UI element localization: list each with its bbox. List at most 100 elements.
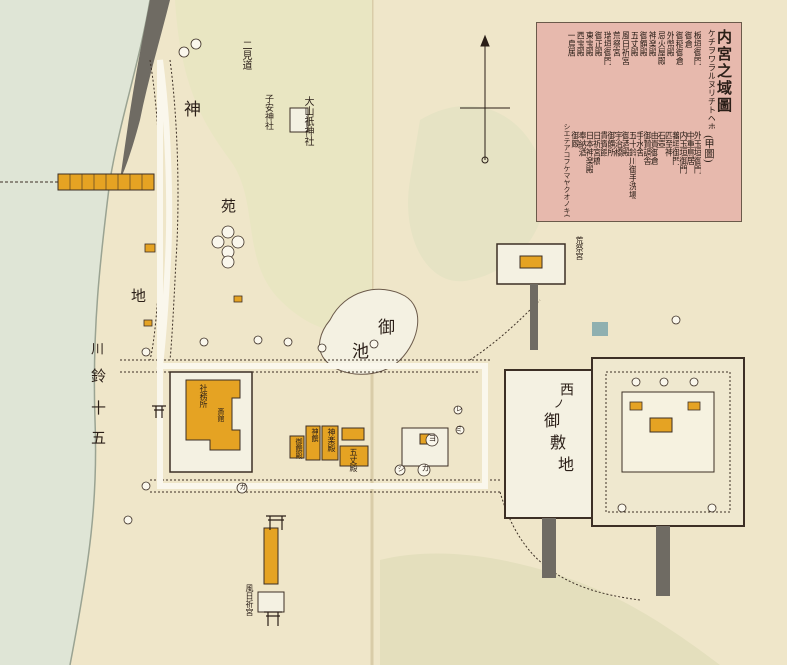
east-treasure-hall: [629, 401, 643, 411]
legend-entry: 御稲御倉: [674, 31, 683, 65]
torii-gate-icon: [152, 405, 286, 626]
nishi-stairs: [542, 518, 556, 578]
label-mi: ミ: [455, 425, 463, 432]
aramatsuri-hall: [519, 255, 543, 269]
building-d: [341, 427, 365, 441]
legend-entry: 日本神楽殿: [584, 131, 593, 174]
small-building-1: [144, 243, 156, 253]
lower-shrine: [257, 591, 285, 613]
building-c: [321, 425, 339, 461]
legend-entry: 内玉垣御門: [677, 131, 687, 174]
legend-entry: 蕃垣御門: [670, 131, 680, 165]
label-isuzu-3: 鈴: [89, 368, 107, 383]
label-en: 苑: [219, 198, 237, 213]
legend-box: 内宮之域圖 (甲圖) ケチヲワラルヌリチトヘホニハロイ シエテアコフケマヤクオノ…: [536, 22, 742, 222]
label-yo: ヨ: [428, 434, 437, 442]
oyamatsumi-shrine: [289, 107, 309, 133]
legend-entry: 中重鳥居: [684, 131, 694, 165]
main-path: [156, 59, 488, 489]
label-isuzu-4: 川: [88, 342, 103, 355]
label-shiki: 敷: [547, 434, 566, 450]
rocky-bank: [120, 0, 170, 180]
label-isuzu-1: 五: [89, 430, 107, 445]
label-ka: カ: [421, 464, 430, 472]
compass-icon: [460, 34, 510, 164]
label-chi2: 地: [555, 456, 574, 472]
legend-entry: 御贄調舎: [641, 131, 651, 165]
nishi-mishikichi: [504, 369, 598, 519]
legend-entry: 忌火屋殿: [656, 31, 665, 65]
label-chi: 地: [129, 288, 147, 303]
building-b: [305, 425, 321, 461]
legend-entry: 貴賓館: [598, 131, 608, 157]
legend-entry: 手水舎: [634, 131, 644, 157]
bridge-planks: [69, 174, 143, 190]
legend-entry: 四至神: [663, 131, 673, 157]
legend-entry: 西宝殿: [575, 31, 584, 57]
legend-entry: 御酒殿: [620, 131, 629, 157]
legend-entry: 御厩: [569, 131, 579, 148]
legend-subtitle: (甲圖): [702, 135, 713, 163]
main-shrine-middle: [605, 371, 731, 513]
blue-marker: [592, 322, 608, 336]
forest-area-lower: [380, 553, 720, 665]
label-shinkoku: 神饌: [311, 428, 319, 442]
legend-entry: 御饌殿: [638, 31, 647, 57]
kaguraden-hall: [185, 379, 241, 451]
legend-key-row-2: シエテアコフケマヤクオノキウムラナネソツレタヨカワ: [563, 123, 571, 217]
legend-entry: 宇治橋: [612, 131, 622, 157]
legend-lower-entries: 外玉垣御門中重鳥居内玉垣御門蕃垣御門四至神石壺由貴御倉御贄調舎手水舎五十鈴川御手…: [569, 131, 701, 217]
legend-entry: 御饌所: [605, 131, 615, 157]
legend-title: 内宮之域圖: [715, 29, 733, 114]
label-kitchen: 斎館: [217, 408, 225, 422]
legend-entry: 御正殿: [593, 31, 602, 57]
legend-entry: 東宝殿: [584, 31, 593, 57]
forest-area-mid: [408, 105, 546, 282]
label-ike: 池: [348, 342, 368, 359]
label-koyasu: 子安神社: [263, 94, 273, 130]
legend-entry: 五丈殿: [629, 31, 638, 57]
legend-entry: 石壺: [656, 131, 665, 148]
label-gojoden: 五丈殿: [349, 448, 358, 472]
legend-entry: 荒祭宮: [611, 31, 620, 57]
legend-entry: 御倉: [683, 31, 692, 48]
main-stairs: [656, 526, 670, 596]
legend-entry: 日祈宮橋: [591, 131, 601, 165]
label-futami: 二見道: [240, 40, 251, 70]
label-mi2: 御: [541, 412, 560, 428]
isuzu-river: [0, 0, 150, 665]
legend-entry: 五十鈴川御手洗場: [627, 131, 637, 199]
label-ga: ガ: [239, 483, 247, 490]
legend-entry: 外玉垣御門: [692, 131, 701, 174]
label-no: ノ: [552, 398, 565, 409]
label-kazahinomi: 風日祈宮: [245, 584, 254, 616]
label-shinen: 神: [180, 100, 200, 117]
legend-entry: 板垣御門: [692, 31, 701, 65]
aramatsuri-stairs: [530, 284, 538, 350]
label-oyamatsumi: 大山祇神社: [302, 96, 313, 146]
building-a: [289, 435, 305, 459]
legend-upper-entries: 板垣御門御倉御稲御倉外幣殿忌火屋殿神楽殿御饌殿五丈殿風日祈宮荒祭宮瑞垣御門御正殿…: [561, 31, 701, 111]
small-building-3: [143, 319, 153, 327]
label-kagura: 神楽殿: [327, 428, 336, 452]
label-mi: 御: [374, 318, 394, 335]
legend-entry: 由貴御倉: [648, 131, 658, 165]
legend-entry: 瑞垣御門: [602, 31, 611, 65]
legend-entry: 奉納酒: [576, 131, 586, 157]
river-bank: [69, 0, 151, 665]
circle-markers: [123, 38, 717, 525]
legend-key-row-1: ケチヲワラルヌリチトヘホニハロイ: [706, 29, 715, 129]
label-sha: 社務所: [199, 384, 208, 408]
label-meal: 御饌殿: [295, 438, 303, 459]
label-re: レ: [455, 405, 463, 412]
label-shi: シ: [397, 465, 405, 472]
legend-entry: 神楽殿: [647, 31, 656, 57]
legend-entry: 風日祈宮: [620, 31, 629, 65]
goshoden: [649, 417, 673, 433]
small-building-2: [233, 295, 243, 303]
label-isuzu-2: 十: [89, 400, 107, 415]
west-treasure-hall: [687, 401, 701, 411]
lower-bridge: [263, 527, 279, 585]
label-nishi: 西: [558, 382, 574, 396]
